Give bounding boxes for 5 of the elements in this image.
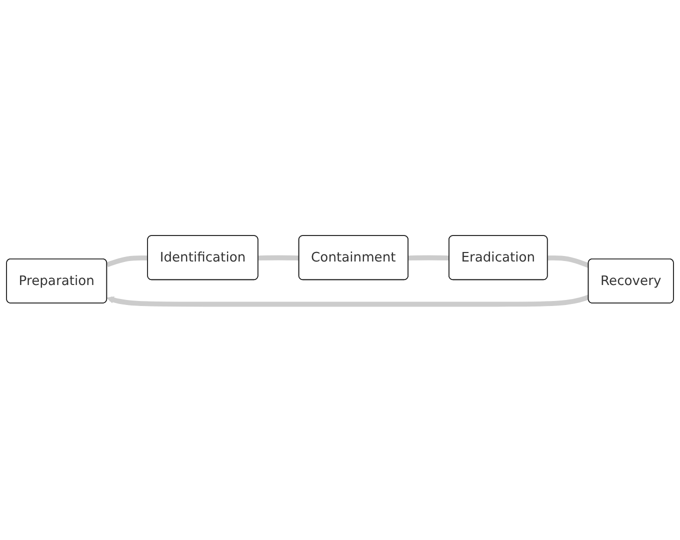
arrow bbox=[106, 294, 590, 307]
connector bbox=[258, 255, 300, 261]
connector bbox=[106, 256, 148, 268]
connector bbox=[408, 255, 450, 261]
connector bbox=[548, 256, 590, 268]
